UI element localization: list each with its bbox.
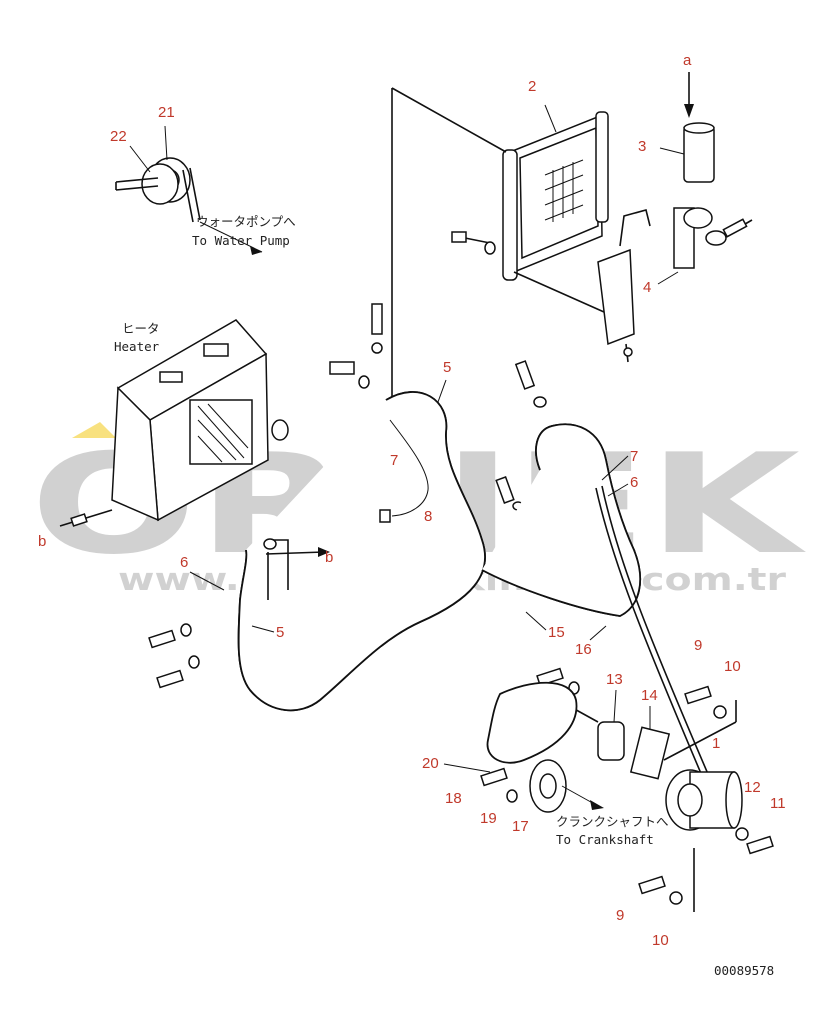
part-label-7-left: 7 [390, 452, 398, 469]
heater-label-en: Heater [114, 339, 160, 354]
part-label-3: 3 [638, 138, 646, 155]
part-label-7-right: 7 [630, 448, 638, 465]
part-label-15: 15 [548, 624, 565, 641]
water-pump-pulley-group [115, 125, 263, 255]
part-label-8: 8 [424, 508, 432, 525]
part-label-4: 4 [643, 279, 651, 296]
fasteners-left [70, 513, 200, 689]
part-label-5-upper: 5 [443, 359, 451, 376]
part-label-17: 17 [512, 818, 529, 835]
crankshaft-label-jp: クランクシャフトへ [556, 814, 669, 829]
part-label-10-upper: 10 [724, 658, 741, 675]
heater-unit [59, 319, 289, 527]
compressor-group [480, 667, 774, 912]
part-label-11: 11 [770, 795, 786, 812]
bracket [597, 207, 753, 363]
part-label-18: 18 [445, 790, 462, 807]
part-label-14: 14 [641, 687, 658, 704]
part-label-13: 13 [606, 671, 623, 688]
part-label-9-lower: 9 [616, 907, 624, 924]
part-label-22: 22 [110, 128, 127, 145]
part-label-6-right: 6 [630, 474, 638, 491]
ref-b-left: b [38, 533, 46, 550]
ref-b-mid: b [325, 549, 333, 566]
ref-a-top: a [683, 52, 692, 69]
watermark-accent [72, 422, 116, 438]
hose-assembly [237, 391, 715, 791]
part-label-20: 20 [422, 755, 439, 772]
part-label-21: 21 [158, 104, 175, 121]
part-label-5-lower: 5 [276, 624, 284, 641]
heater-label-jp: ヒータ [122, 321, 160, 336]
figure-number: 00089578 [714, 963, 774, 978]
water-pump-label-en: To Water Pump [192, 233, 290, 248]
condenser [391, 87, 623, 400]
crankshaft-label-en: To Crankshaft [556, 832, 654, 847]
water-pump-label-jp: ウォータポンプへ [196, 214, 296, 229]
part-label-19: 19 [480, 810, 497, 827]
part-label-10-lower: 10 [652, 932, 669, 949]
part-label-12: 12 [744, 779, 761, 796]
part-label-1: 1 [712, 735, 720, 752]
part-label-9-upper: 9 [694, 637, 702, 654]
part-label-2: 2 [528, 78, 536, 95]
part-label-6-left: 6 [180, 554, 188, 571]
part-label-16: 16 [575, 641, 592, 658]
receiver-drier: a [683, 52, 715, 183]
